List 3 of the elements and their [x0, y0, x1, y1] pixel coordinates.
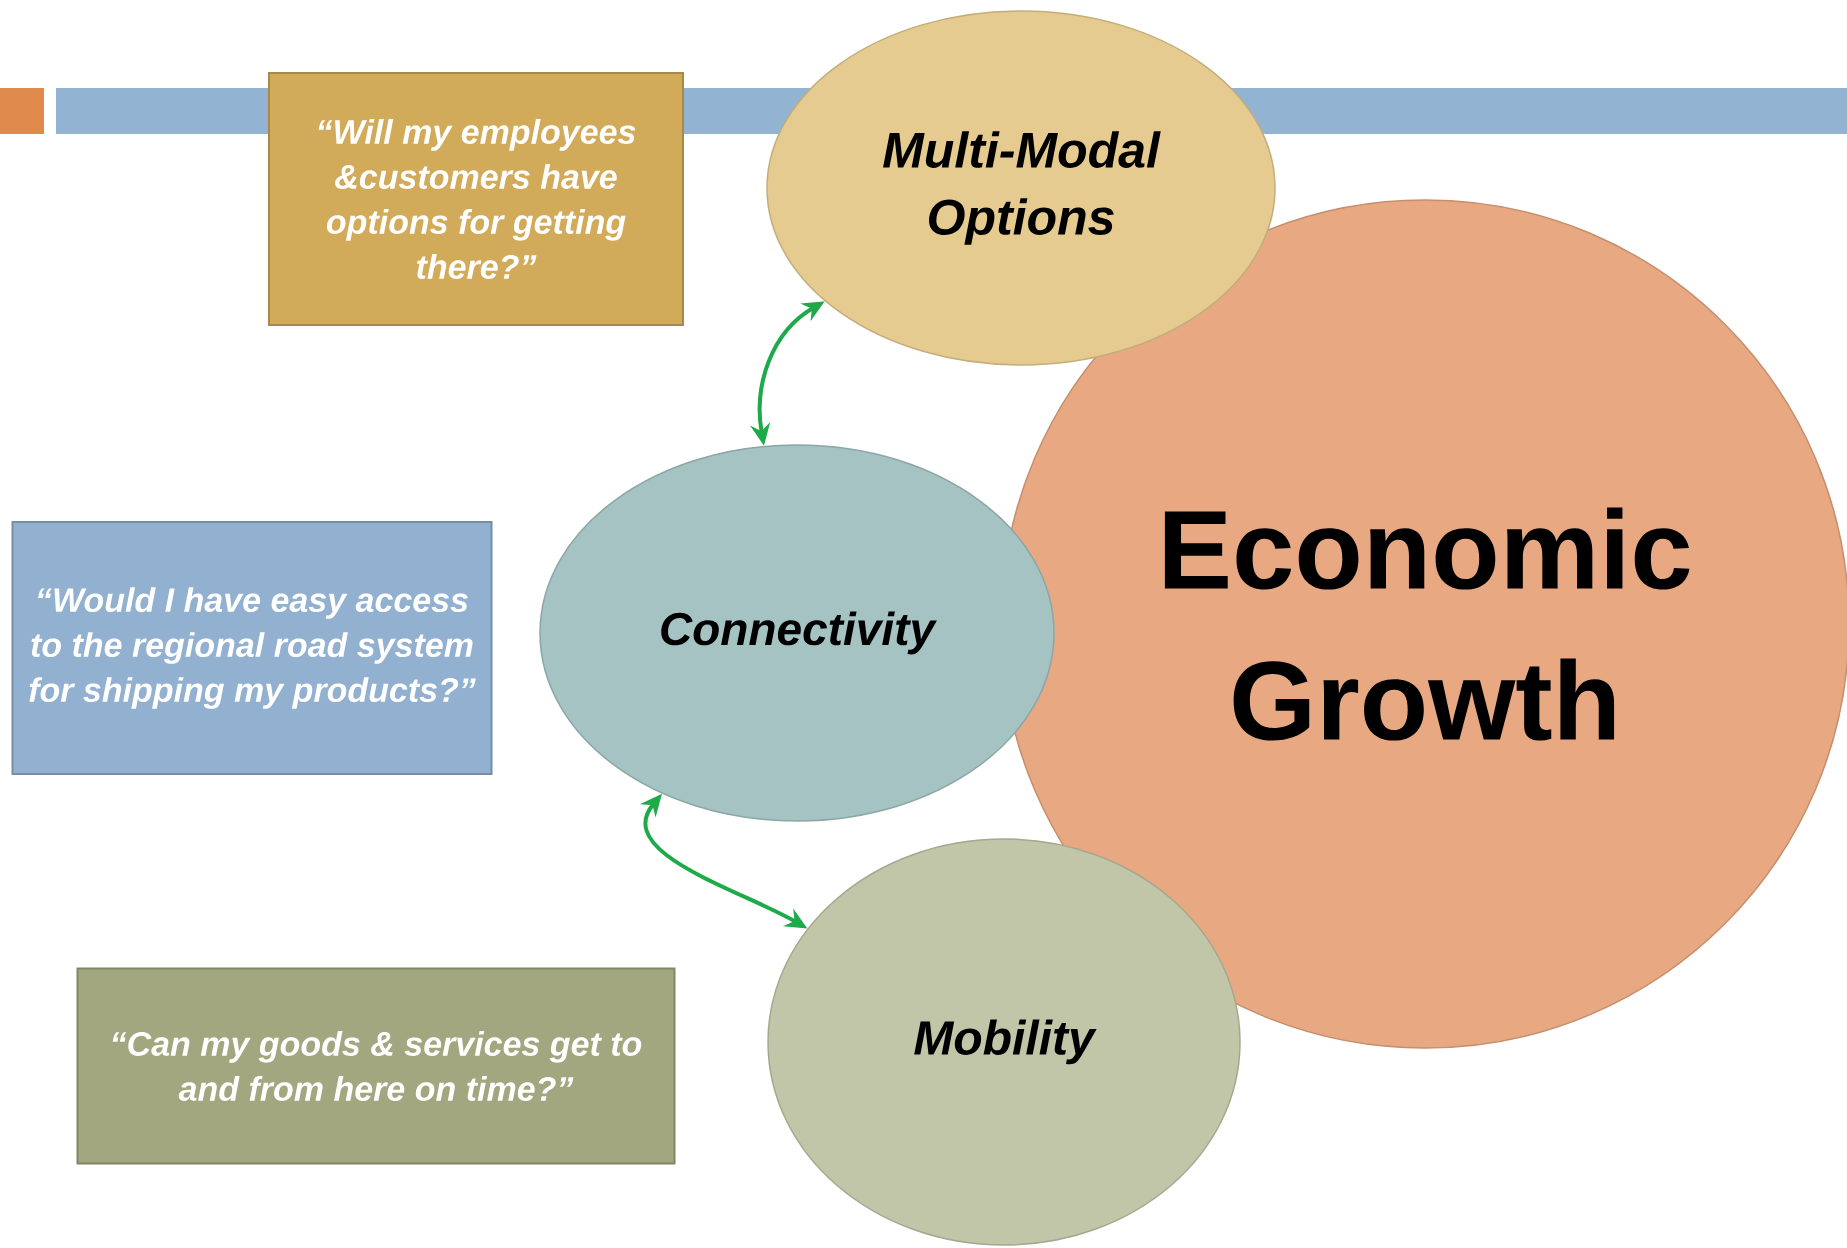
quote-box: “Will my employees &customers have options for getting there?” — [268, 72, 684, 326]
quote-box: “Can my goods & services get to and from here on time?” — [76, 967, 676, 1165]
quote-box: “Would I have easy access to the regional road system for shipping my products?” — [11, 521, 493, 775]
